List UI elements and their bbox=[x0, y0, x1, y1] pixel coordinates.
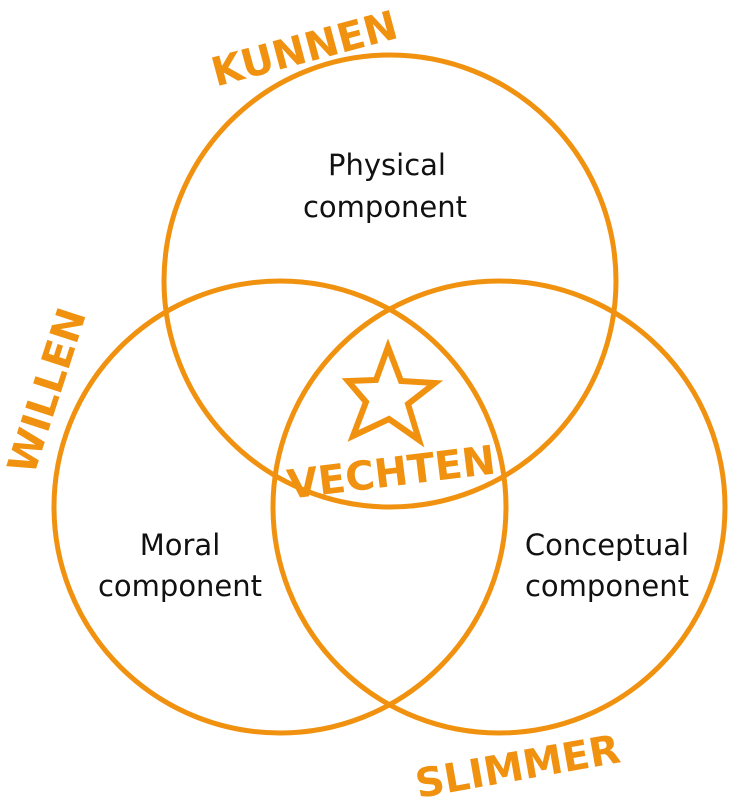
slimmer-title: SLIMMER bbox=[412, 727, 624, 808]
physical-label-line1: Physical bbox=[328, 148, 446, 182]
willen-title: WILLEN bbox=[0, 303, 96, 480]
star-icon bbox=[341, 338, 444, 448]
circle-conceptual bbox=[270, 278, 728, 736]
physical-label-line2: component bbox=[303, 190, 467, 224]
conceptual-label-line1: Conceptual bbox=[525, 528, 689, 562]
circle-physical bbox=[161, 52, 619, 510]
circle-moral bbox=[51, 278, 509, 736]
moral-label-line2: component bbox=[98, 569, 262, 603]
conceptual-label-line2: component bbox=[525, 569, 689, 603]
moral-label-line1: Moral bbox=[140, 528, 221, 562]
kunnen-title: KUNNEN bbox=[207, 3, 403, 97]
vechten-title: VECHTEN bbox=[285, 438, 498, 509]
